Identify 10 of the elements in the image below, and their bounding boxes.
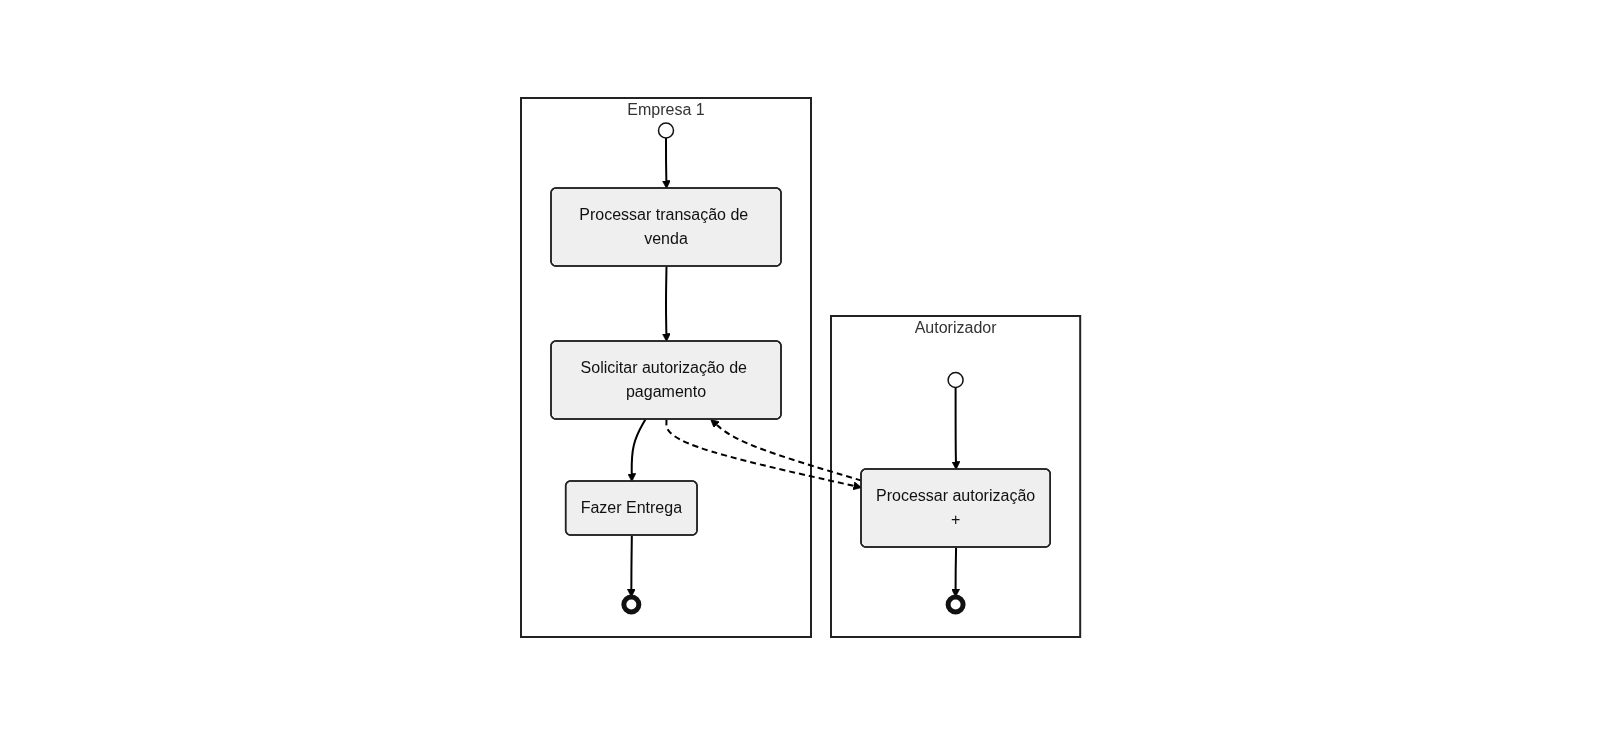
arrow	[627, 534, 637, 597]
arrow	[951, 546, 961, 597]
node-circle	[658, 121, 675, 139]
node-circle	[946, 594, 966, 614]
arrow	[951, 386, 961, 470]
arrow	[662, 136, 672, 189]
node-circle	[621, 594, 642, 614]
arrow	[662, 265, 672, 342]
node-circle	[947, 371, 965, 388]
arrow	[627, 418, 647, 482]
